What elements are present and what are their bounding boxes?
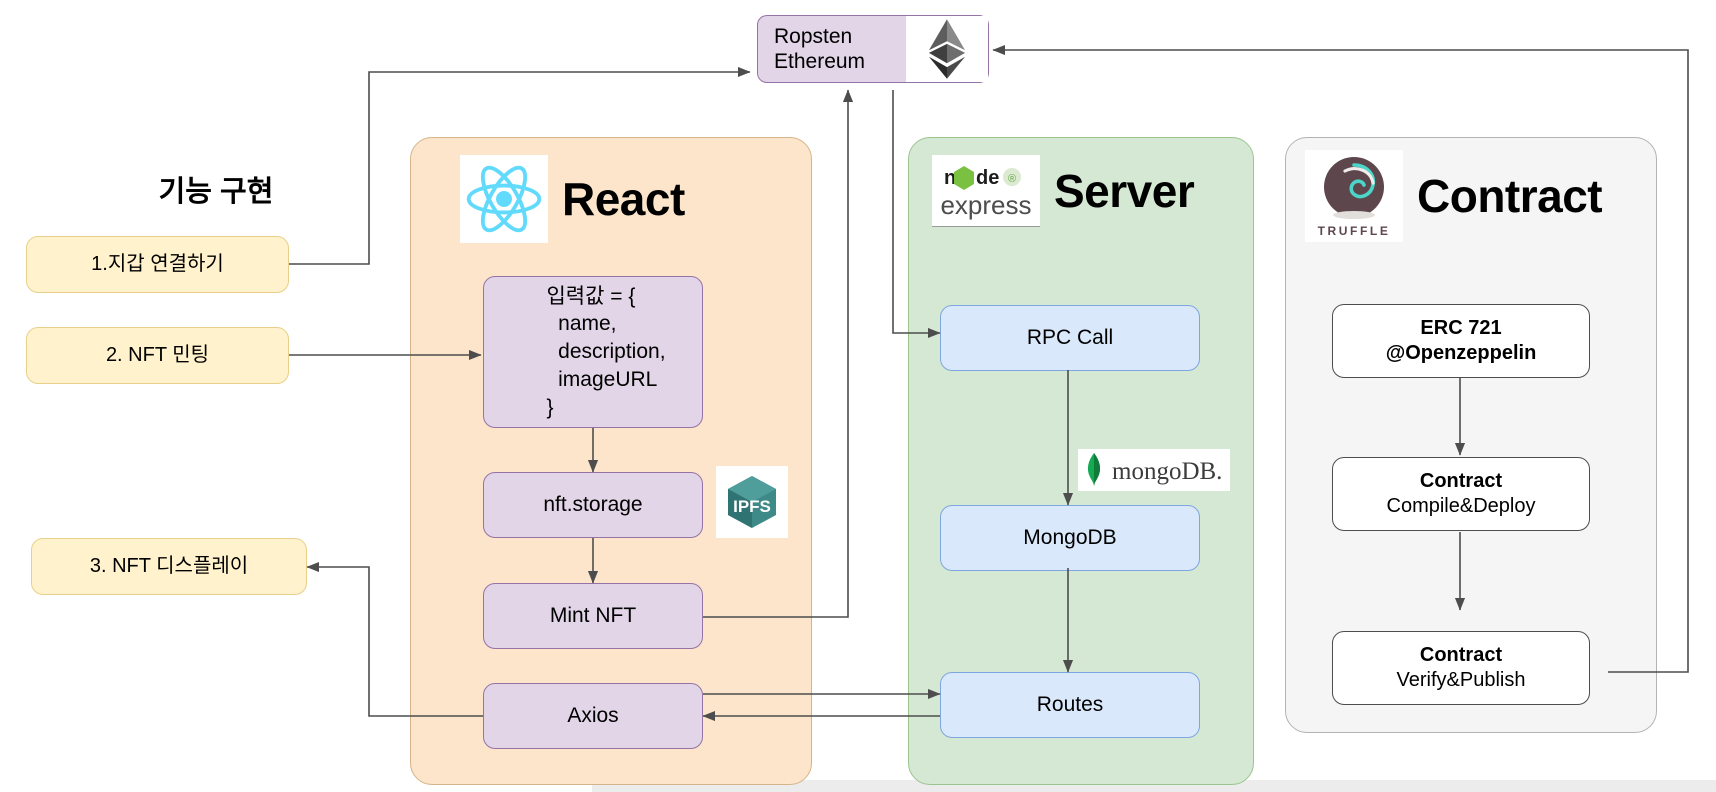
svg-text:de: de <box>976 167 999 189</box>
panel-contract-title: Contract <box>1417 170 1603 222</box>
step-nft-display-label: 3. NFT 디스플레이 <box>89 555 249 578</box>
bottom-scroll-strip <box>592 780 1716 792</box>
node-erc721-line1: ERC 721 <box>1420 317 1502 340</box>
svg-text:®: ® <box>1008 173 1016 185</box>
express-logo-text: express <box>940 190 1031 220</box>
node-axios[interactable]: Axios <box>483 683 703 749</box>
node-input-values[interactable]: 입력값 = { name, description, imageURL } <box>483 276 703 428</box>
node-logo-text: n <box>944 167 956 189</box>
node-axios-label: Axios <box>567 703 619 727</box>
panel-react-title: React <box>562 173 685 225</box>
panel-contract-header: TRUFFLE Contract <box>1305 150 1603 242</box>
node-routes-label: Routes <box>1036 692 1104 716</box>
node-mint-nft[interactable]: Mint NFT <box>483 583 703 649</box>
node-express-icon: n de ® express <box>932 155 1040 227</box>
node-input-values-label: 입력값 = { name, description, imageURL } <box>546 284 666 419</box>
node-nft-storage-label: nft.storage <box>543 492 643 516</box>
step-nft-minting-label: 2. NFT 민팅 <box>105 344 210 367</box>
step-nft-display[interactable]: 3. NFT 디스플레이 <box>31 538 307 595</box>
panel-server-title: Server <box>1054 165 1195 217</box>
panel-react-header: React <box>460 155 685 243</box>
page-title: 기능 구현 <box>158 176 274 208</box>
truffle-icon-text: TRUFFLE <box>1318 224 1391 238</box>
node-erc721-line2: @Openzeppelin <box>1385 342 1537 364</box>
ipfs-icon: IPFS <box>716 466 788 538</box>
mongodb-icon-text: mongoDB. <box>1112 458 1222 485</box>
node-contract-verify-line2: Verify&Publish <box>1396 669 1526 691</box>
node-rpc-call-label: RPC Call <box>1026 325 1114 349</box>
ethereum-diamond-icon <box>906 16 988 82</box>
react-atom-icon <box>460 155 548 243</box>
step-nft-minting[interactable]: 2. NFT 민팅 <box>26 327 289 384</box>
panel-server-header: n de ® express Server <box>932 155 1195 227</box>
node-contract-verify-line1: Contract <box>1419 644 1503 667</box>
node-rpc-call[interactable]: RPC Call <box>940 305 1200 371</box>
truffle-icon: TRUFFLE <box>1305 150 1403 242</box>
node-ropsten-ethereum[interactable]: Ropsten Ethereum <box>757 15 989 83</box>
step-wallet-connect[interactable]: 1.지갑 연결하기 <box>26 236 289 293</box>
node-routes[interactable]: Routes <box>940 672 1200 738</box>
node-mint-nft-label: Mint NFT <box>549 603 637 627</box>
node-contract-compile-line1: Contract <box>1419 470 1503 493</box>
node-contract-compile[interactable]: Contract Compile&Deploy <box>1332 457 1590 531</box>
ropsten-ethereum-label: Ropsten Ethereum <box>774 24 866 73</box>
node-mongodb[interactable]: MongoDB <box>940 505 1200 571</box>
ipfs-icon-text: IPFS <box>733 497 771 516</box>
node-erc721[interactable]: ERC 721 @Openzeppelin <box>1332 304 1590 378</box>
node-mongodb-label: MongoDB <box>1023 525 1117 549</box>
node-nft-storage[interactable]: nft.storage <box>483 472 703 538</box>
step-wallet-connect-label: 1.지갑 연결하기 <box>91 253 224 276</box>
mongodb-icon: mongoDB. <box>1078 449 1230 491</box>
node-contract-verify[interactable]: Contract Verify&Publish <box>1332 631 1590 705</box>
node-contract-compile-line2: Compile&Deploy <box>1386 495 1536 517</box>
